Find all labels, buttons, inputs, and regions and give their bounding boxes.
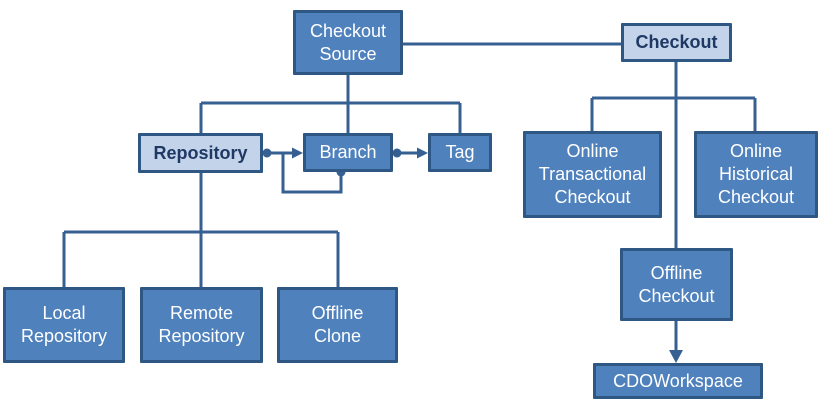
node-branch: Branch — [303, 133, 393, 172]
node-repository: Repository — [138, 133, 263, 173]
node-checkout-source: Checkout Source — [293, 10, 403, 75]
arrowhead-into-tag — [417, 147, 428, 159]
node-remote-repository: Remote Repository — [140, 287, 263, 363]
node-offline-checkout: Offline Checkout — [620, 248, 733, 321]
node-cdo-workspace: CDOWorkspace — [593, 363, 763, 399]
aggregation-dot-repository — [262, 148, 272, 158]
node-tag: Tag — [428, 133, 492, 172]
node-checkout: Checkout — [621, 23, 732, 62]
aggregation-dot-branch-right — [392, 148, 402, 158]
connector-checkout-source-tree — [199, 75, 462, 133]
node-offline-clone: Offline Clone — [277, 287, 398, 363]
connector-checkout-tree — [590, 62, 757, 248]
arrowhead-into-cdoworkspace — [669, 350, 683, 363]
connector-repository-tree — [62, 173, 340, 287]
connector-branch-self-loop — [281, 153, 343, 194]
node-local-repository: Local Repository — [3, 287, 125, 363]
arrowhead-into-branch — [292, 147, 303, 159]
node-online-transactional-checkout: Online Transactional Checkout — [523, 131, 662, 218]
node-online-historical-checkout: Online Historical Checkout — [694, 131, 818, 218]
